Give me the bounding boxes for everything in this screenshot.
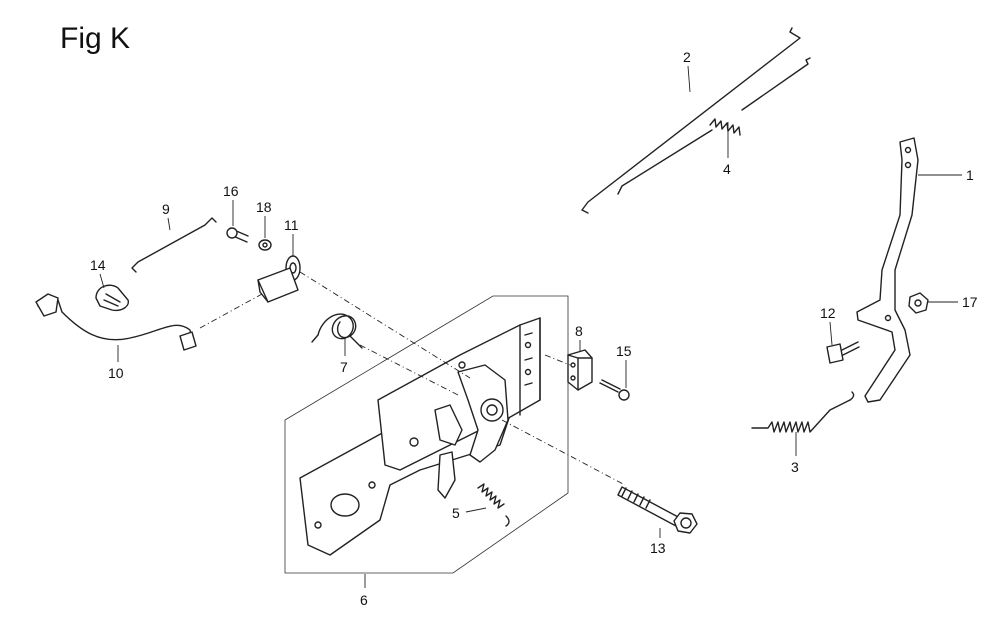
spring-4	[709, 118, 741, 136]
wire-10	[37, 295, 193, 343]
callout-1: 1	[966, 167, 974, 183]
callout-12: 12	[820, 305, 836, 321]
callout-10: 10	[108, 365, 124, 381]
leader-9	[167, 217, 171, 231]
screw-16-head	[226, 227, 238, 239]
stop-switch	[257, 267, 299, 303]
leader-5	[465, 507, 487, 513]
bolt-13-shank	[617, 486, 681, 527]
bolt-13-head	[673, 512, 698, 534]
callout-2: 2	[683, 49, 691, 65]
wire-10-connector	[179, 331, 197, 351]
callout-17: 17	[962, 294, 978, 310]
bolt-13-thread	[621, 487, 651, 509]
lever-1-hole	[904, 161, 912, 169]
washer-18	[258, 239, 272, 251]
block-8-edge	[567, 354, 593, 391]
screw-15-head	[618, 389, 630, 401]
leader-12	[829, 321, 833, 346]
bracket-hole	[524, 368, 532, 376]
leader-2	[687, 65, 691, 93]
nut-17	[908, 292, 929, 314]
callout-14: 14	[90, 257, 106, 273]
lever-1	[856, 137, 919, 403]
bolt-12	[841, 341, 860, 356]
lever-1-hole	[904, 146, 912, 154]
plate-bolt-hole	[368, 481, 376, 489]
plate-bolt-hole	[314, 521, 322, 529]
bracket-hole	[524, 341, 532, 349]
wire-10-terminal	[35, 293, 59, 317]
rod-4	[617, 57, 811, 195]
bolt-13-head-face	[680, 517, 692, 529]
block-8-hole	[570, 375, 576, 381]
clip-14-jaw	[103, 293, 121, 307]
callout-3: 3	[791, 459, 799, 475]
callout-6: 6	[360, 592, 368, 608]
leader-14	[99, 273, 105, 289]
callout-4: 4	[723, 161, 731, 177]
block-8-hole	[570, 362, 576, 368]
choke-lever	[437, 451, 456, 499]
nut-17-hole	[914, 299, 922, 307]
washer-18-hole	[262, 242, 268, 248]
pivot-boss-inner	[486, 404, 498, 416]
bolt-12-head	[826, 343, 844, 364]
callout-5: 5	[452, 505, 460, 521]
rod-9	[131, 217, 217, 273]
bracket-flange	[519, 317, 541, 416]
spring-3-hook	[849, 391, 855, 401]
figure-title: Fig K	[60, 22, 131, 55]
spring-3	[751, 399, 851, 433]
spring-7-leg	[311, 334, 363, 349]
lever-rivet	[409, 437, 419, 447]
callout-11: 11	[284, 217, 299, 233]
callout-8: 8	[575, 323, 583, 339]
alignment-line	[199, 271, 626, 486]
plate-hole	[330, 493, 360, 517]
throttle-lever	[434, 404, 463, 446]
callout-15: 15	[616, 343, 632, 359]
spring-7	[317, 313, 357, 340]
callout-13: 13	[650, 540, 666, 556]
lever-rivet	[458, 361, 466, 369]
screw-15	[599, 379, 621, 393]
spring-5	[477, 483, 505, 509]
callout-16: 16	[223, 183, 239, 199]
stop-switch-face	[257, 279, 269, 303]
callout-9: 9	[162, 201, 170, 217]
callout-18: 18	[256, 199, 272, 215]
spring-5-hook	[505, 515, 510, 527]
assembly-enclosure	[284, 295, 569, 574]
lever-1-hole	[884, 314, 892, 322]
callout-7: 7	[340, 359, 348, 375]
rod-2	[581, 27, 801, 214]
